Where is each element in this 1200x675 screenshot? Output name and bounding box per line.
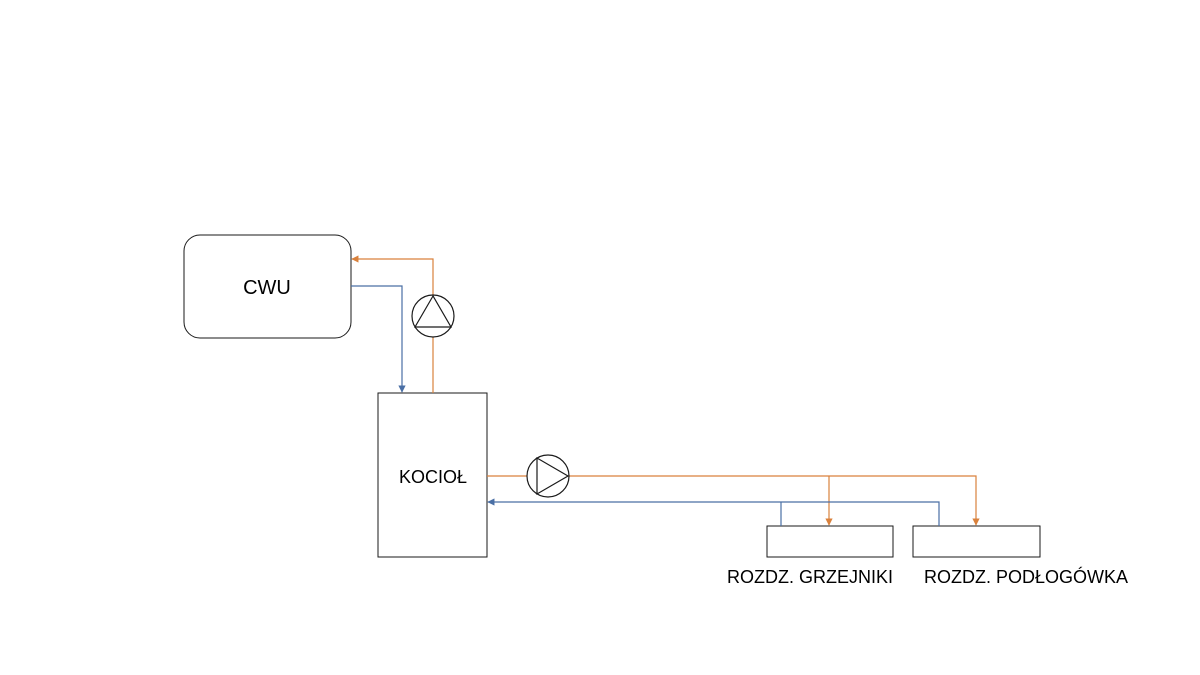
cwu-tank: CWU [183,234,352,339]
boiler-label: KOCIOŁ [399,467,467,487]
distributor-radiators-box [766,525,894,558]
cwu-supply-pipe-upper [351,255,434,296]
pump-right-icon [526,454,570,498]
distributor-floor-label: ROZDZ. PODŁOGÓWKA [924,566,1128,587]
distributor-floor-box [912,525,1041,558]
distributor-radiators: ROZDZ. GRZEJNIKI [727,525,894,587]
boiler: KOCIOŁ [377,392,488,558]
cwu-return-pipe [351,285,406,393]
boiler-box [377,392,488,558]
distributor-floor: ROZDZ. PODŁOGÓWKA [912,525,1128,587]
cwu-label: CWU [243,277,291,299]
distributor-radiators-label: ROZDZ. GRZEJNIKI [727,567,893,587]
pump-up-icon [411,294,455,338]
heating-supply-pipe-main [569,475,980,526]
heating-return-pipe-main [487,498,940,526]
